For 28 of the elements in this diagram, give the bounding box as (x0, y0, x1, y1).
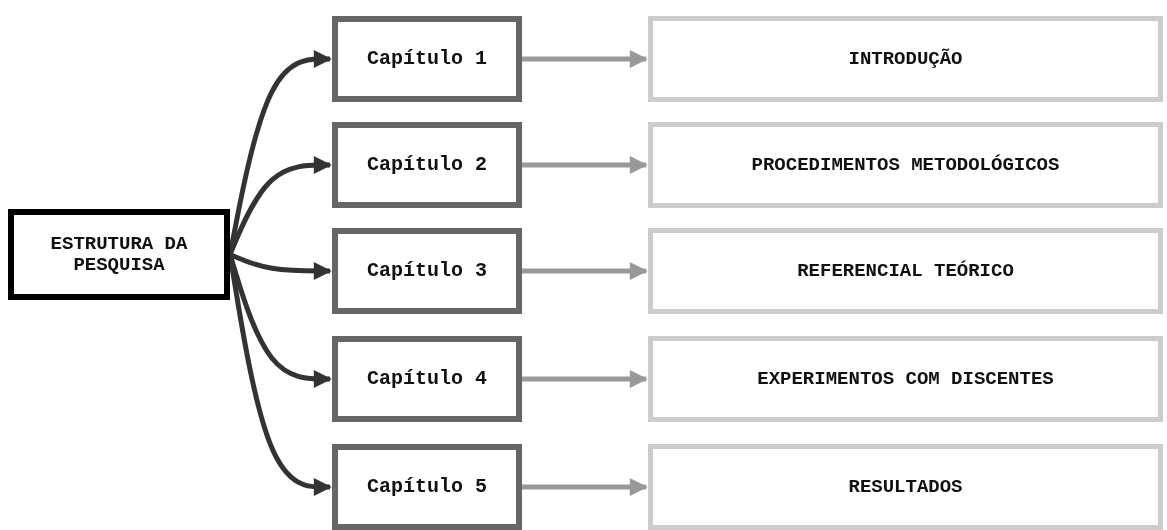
node-label: ESTRUTURA DA PESQUISA (49, 233, 189, 276)
node-label: Capítulo 4 (367, 368, 487, 390)
node-label: Capítulo 1 (367, 48, 487, 70)
topic-box (648, 228, 1163, 314)
chapter-box (332, 122, 522, 208)
topic-box (648, 336, 1163, 422)
node-label: REFERENCIAL TEÓRICO (797, 260, 1014, 282)
root-box (8, 209, 230, 300)
arrow (522, 156, 648, 174)
topic-box (648, 444, 1163, 530)
arrow (522, 50, 648, 68)
node-label: INTRODUÇÃO (848, 48, 963, 70)
chapter-box (332, 336, 522, 422)
node-label: Capítulo 2 (367, 154, 487, 176)
node-label: EXPERIMENTOS COM DISCENTES (757, 368, 1054, 390)
topic-box (648, 16, 1163, 102)
node-label: Capítulo 3 (367, 260, 487, 282)
arrow (522, 262, 648, 280)
chapter-box (332, 444, 522, 530)
arrow (522, 478, 648, 496)
arrow (229, 252, 332, 280)
topic-box (648, 122, 1163, 208)
node-label: PROCEDIMENTOS METODOLÓGICOS (751, 154, 1060, 176)
node-label: RESULTADOS (848, 476, 963, 498)
arrow (522, 370, 648, 388)
node-label: Capítulo 5 (367, 476, 487, 498)
chapter-box (332, 16, 522, 102)
chapter-box (332, 228, 522, 314)
